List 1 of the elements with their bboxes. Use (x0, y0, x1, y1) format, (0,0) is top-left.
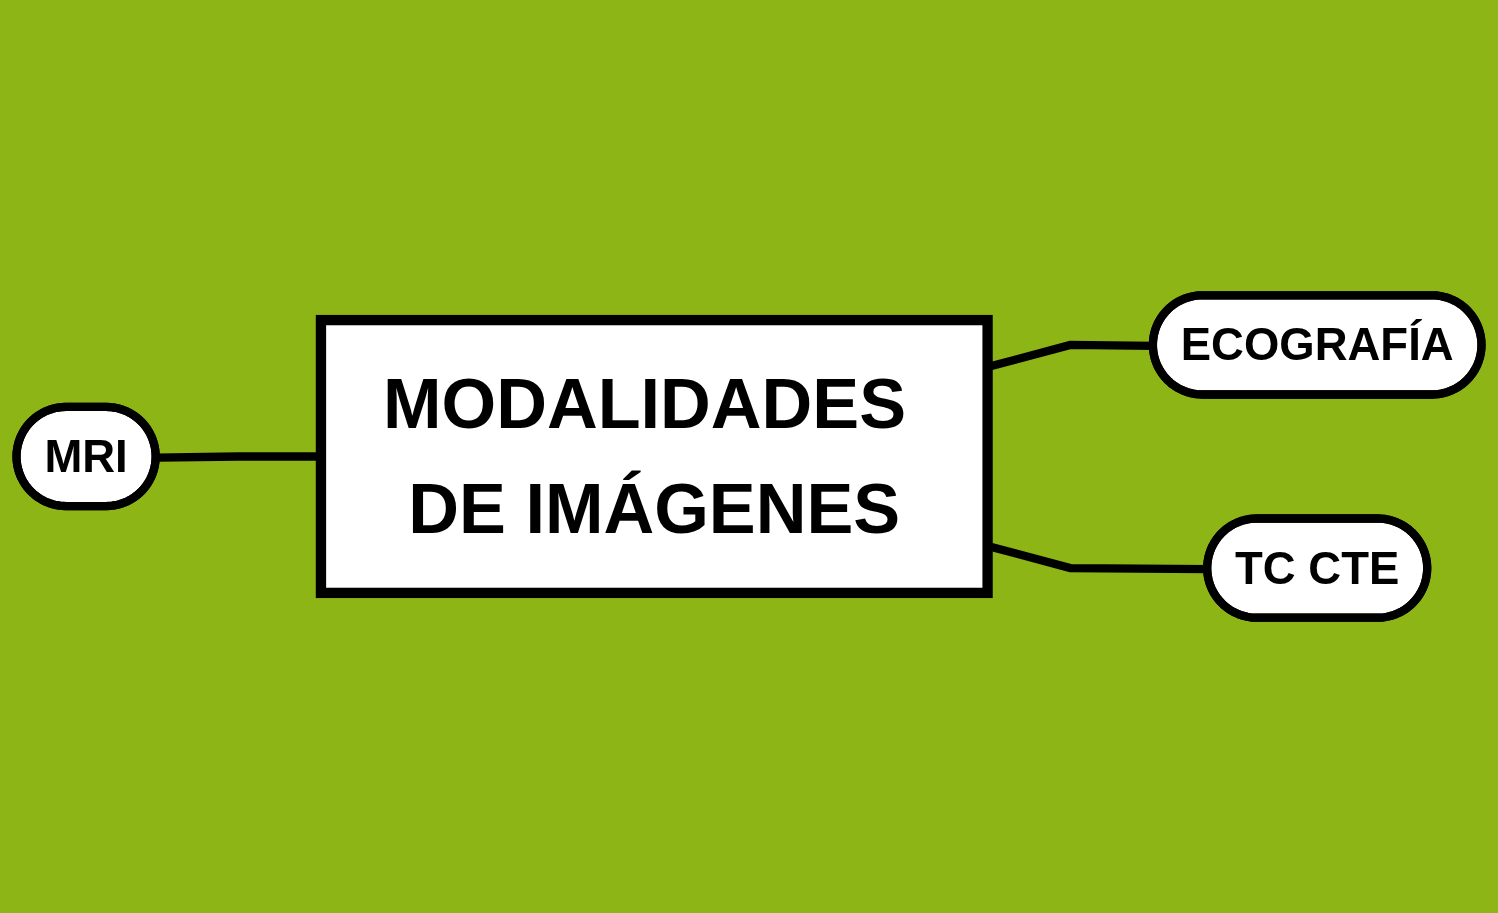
node-box: MODALIDADES DE IMÁGENES (315, 314, 993, 599)
